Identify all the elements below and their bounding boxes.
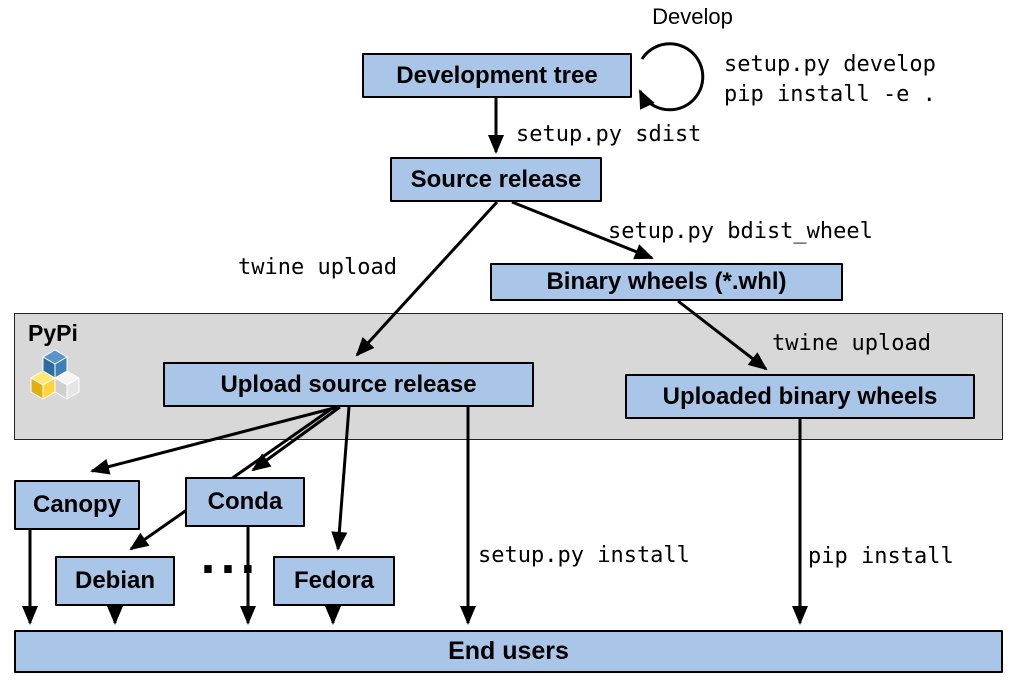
pypi-logo-icon: [30, 349, 80, 400]
node-development-tree: Development tree: [362, 53, 632, 98]
twine-upload-wheels-label: twine upload: [772, 331, 931, 356]
develop-command-line1: setup.py develop: [724, 52, 936, 77]
arrow-wheels-to-uploaded: [677, 299, 768, 371]
bdist-wheel-label: setup.py bdist_wheel: [608, 219, 873, 244]
node-canopy: Canopy: [14, 480, 140, 530]
node-uploaded-binary-wheels: Uploaded binary wheels: [625, 374, 975, 419]
develop-command-line2: pip install -e .: [724, 82, 936, 107]
arrow-develop-loop: [638, 42, 705, 112]
develop-commands-label: setup.py develop pip install -e .: [724, 50, 936, 110]
node-debian: Debian: [55, 556, 175, 606]
arrow-source-to-upload: [355, 200, 499, 357]
arrow-upload-to-fedora: [331, 406, 351, 551]
node-conda: Conda: [185, 477, 305, 527]
node-fedora: Fedora: [273, 556, 395, 606]
arrow-upload-to-conda: [251, 405, 341, 472]
node-source-release: Source release: [390, 157, 602, 202]
node-binary-wheels: Binary wheels (*.whl): [490, 263, 843, 301]
twine-upload-source-label: twine upload: [238, 255, 397, 280]
node-upload-source-release: Upload source release: [163, 362, 534, 407]
ellipsis-label: ...: [200, 534, 260, 583]
pip-install-label: pip install: [808, 544, 954, 569]
pypi-label: PyPi: [28, 320, 78, 346]
arrow-source-to-wheels: [511, 200, 654, 260]
setup-install-label: setup.py install: [478, 543, 690, 568]
node-end-users: End users: [14, 630, 1003, 673]
develop-label: Develop: [652, 4, 733, 29]
sdist-label: setup.py sdist: [516, 122, 702, 147]
arrow-upload-to-canopy: [90, 405, 339, 475]
